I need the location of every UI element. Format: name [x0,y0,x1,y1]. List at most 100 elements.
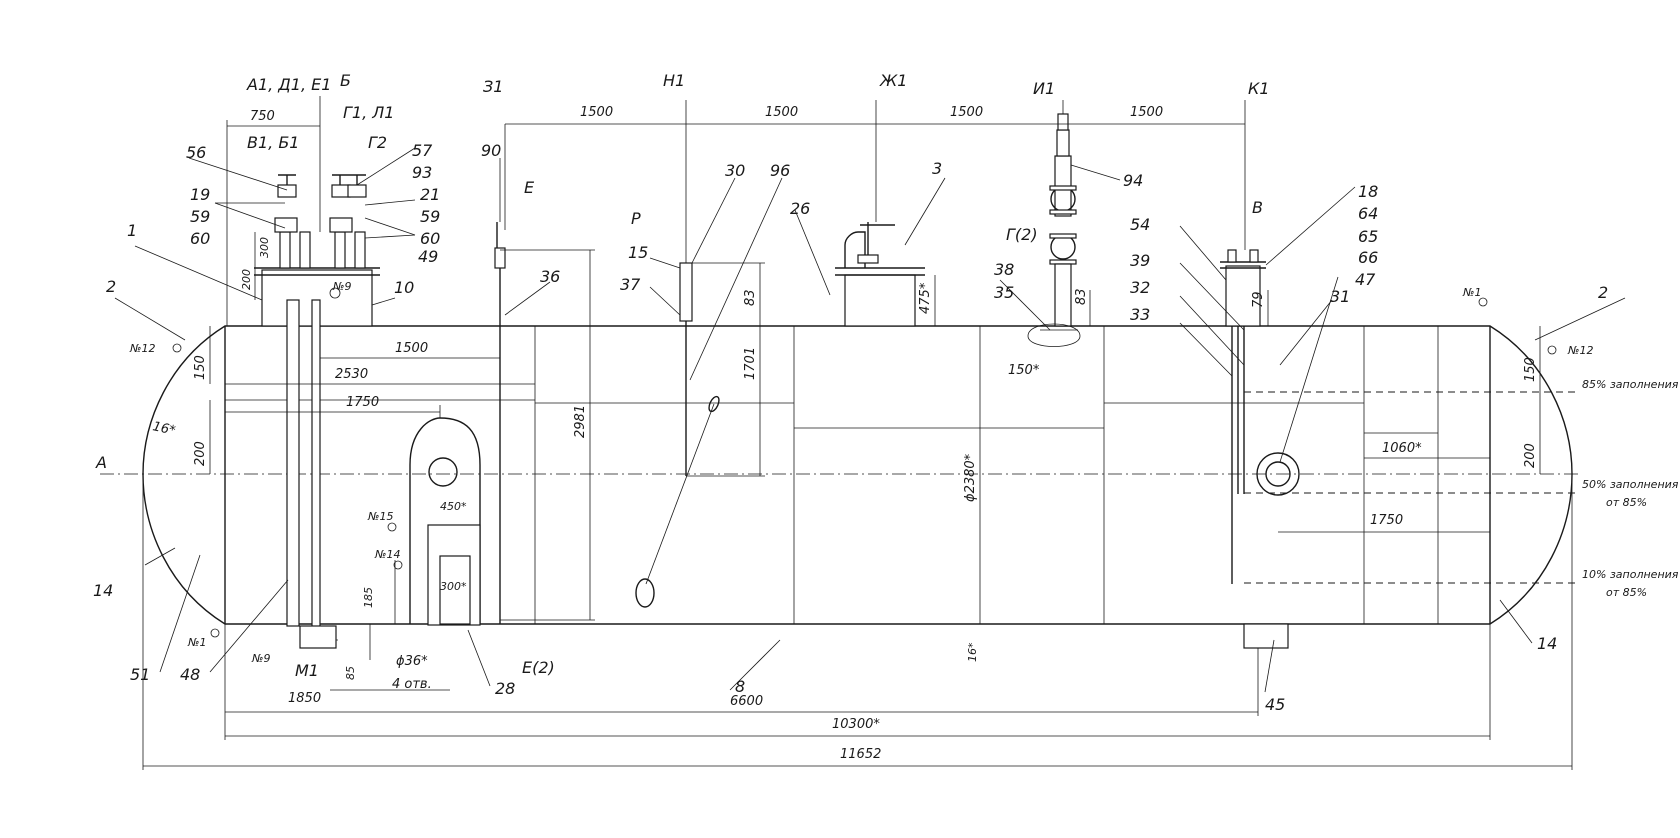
dim-2380: ϕ2380* [963,453,978,502]
view-label: М1 [295,661,319,680]
callout: 14 [1537,634,1557,653]
weld-mark: №12 [129,342,155,355]
dim-150: 150 [1523,357,1538,382]
manhole-flange [409,417,481,626]
callout: 38 [994,260,1014,279]
view-label: Ж1 [879,71,907,90]
support-foot [1243,623,1289,649]
view-labels: А1, Д1, Е1 Б В1, Б1 Г1, Л1 Г2 З1 Е Н1 Р … [95,71,1270,680]
callout: 2 [1598,283,1608,302]
callout: 56 [186,143,206,162]
callout: 54 [1130,215,1150,234]
dim-hole-diameter: ϕ36* [396,654,428,669]
view-label: А [95,453,107,472]
view-label: Р [631,209,641,228]
view-label: Н1 [663,71,685,90]
weld-mark: №9 [332,280,351,293]
callout: 30 [725,161,745,180]
callout: 18 [1358,182,1378,201]
dim-holes-count: 4 отв. [392,677,432,692]
dim-16: 16* [966,642,979,662]
dim-1701: 1701 [743,347,758,380]
weld-mark: №14 [374,548,400,561]
weld-mark: №1 [1462,286,1481,299]
fill-level-50: 50% заполнения [1582,478,1679,491]
dim-85: 85 [344,666,357,680]
callout: 59 [190,207,210,226]
dim-1060: 1060* [1382,441,1422,456]
callout: 96 [770,161,790,180]
dim-1750: 1750 [1370,513,1403,528]
valve-stack [1027,113,1081,347]
fill-level-10: 10% заполнения [1582,568,1679,581]
view-label: Б [340,71,351,90]
weld-mark: №12 [1567,344,1593,357]
callout: 15 [628,243,648,262]
right-nozzle [1220,249,1300,584]
dim-6600: 6600 [730,694,763,709]
callout: 3 [932,159,942,178]
dim-150: 150 [193,355,208,380]
dim-300: 300* [440,580,467,593]
view-label: К1 [1248,79,1270,98]
view-label: Г(2) [1006,225,1038,244]
callout: 36 [540,267,560,286]
dim-1850: 1850 [288,691,321,706]
callout: 49 [418,247,438,266]
callout: 45 [1265,695,1285,714]
callout: 14 [93,581,113,600]
fill-level-labels: 85% заполнения 50% заполнения от 85% 10%… [1582,378,1679,599]
view-label: Е(2) [522,658,555,677]
weld-mark: №15 [367,510,393,523]
fill-level-50-note: от 85% [1606,496,1647,509]
dim-11652: 11652 [840,747,881,762]
dimension-lines [142,96,1573,770]
fill-level-85: 85% заполнения [1582,378,1679,391]
view-label: И1 [1033,79,1055,98]
callout: 90 [481,141,501,160]
dim-200: 200 [193,441,208,466]
dim-10300: 10300* [832,717,880,732]
dim-1500: 1500 [1130,105,1163,120]
callout: 19 [190,185,210,204]
dim-16: 16* [151,419,177,439]
dim-300: 300 [258,237,271,258]
callout: 93 [412,163,432,182]
callout: 32 [1130,278,1150,297]
view-label: В1, Б1 [247,133,299,152]
service-hatch [835,222,925,327]
callout: 10 [394,278,414,297]
dim-1500: 1500 [580,105,613,120]
view-label: Е [524,178,535,197]
callout: 47 [1355,270,1376,289]
dim-1500: 1500 [950,105,983,120]
callout: 2 [106,277,116,296]
callout: 35 [994,283,1014,302]
callout: 94 [1123,171,1143,190]
dim-2981: 2981 [573,405,588,438]
callout: 65 [1358,227,1378,246]
dim-200: 200 [240,269,253,290]
dim-83: 83 [1074,288,1089,305]
dim-79: 79 [1251,291,1266,308]
callout: 21 [420,185,440,204]
dim-750: 750 [250,109,275,124]
view-label: В [1252,198,1263,217]
callout: 37 [620,275,641,294]
gauge-column [494,222,506,624]
dim-185: 185 [362,587,375,608]
weld-mark: №9 [251,652,270,665]
callout: 33 [1130,305,1150,324]
dimension-labels: 750 1500 1500 1500 1500 1500 2530 1750 1… [151,105,1538,762]
callout: 59 [420,207,440,226]
dim-1750: 1750 [346,395,379,410]
view-label: А1, Д1, Е1 [246,75,331,94]
tank-body [100,325,1580,625]
callout: 60 [190,229,210,248]
left-nozzle-assembly [254,174,380,649]
callout: 64 [1358,204,1378,223]
weld-mark: №1 [187,636,206,649]
callout: 51 [130,665,150,684]
dim-200: 200 [1523,443,1538,468]
